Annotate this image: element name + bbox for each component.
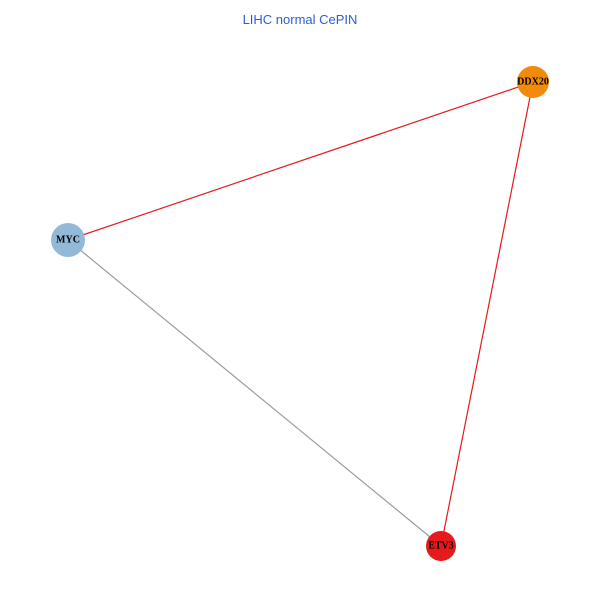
edge-myc-etv3 [67,239,442,547]
node-etv3[interactable] [426,531,456,561]
node-ddx20[interactable] [517,66,549,98]
edge-myc-ddx20 [67,81,534,241]
edge-ddx20-etv3 [440,81,534,547]
chart-title: LIHC normal CePIN [242,12,358,27]
node-myc[interactable] [51,223,85,257]
